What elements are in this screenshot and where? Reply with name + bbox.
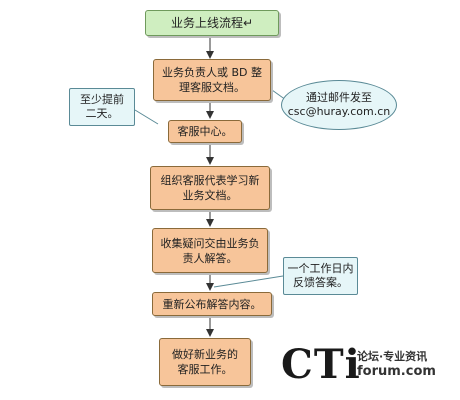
step-5-publish-answers: 重新公布解答内容。 (152, 292, 272, 316)
step-4-collect-questions: 收集疑问交由业务负 责人解答。 (152, 228, 268, 273)
step-3-training: 组织客服代表学习新 业务文档。 (150, 166, 270, 210)
watermark-url: forum.com (357, 364, 436, 379)
step-2-service-center: 客服中心。 (168, 120, 242, 143)
flowchart-title: 业务上线流程↵ (145, 10, 279, 36)
callout-advance: 至少提前 二天。 (69, 88, 135, 126)
watermark-tagline: 论坛·专业资讯 (357, 350, 428, 363)
callout-feedback: 一个工作日内 反馈答案。 (283, 257, 358, 295)
step-1-prepare-docs: 业务负责人或 BD 整 理客服文档。 (153, 59, 271, 101)
pointer-feedback (213, 275, 284, 288)
callout-email: 通过邮件发至 csc@huray.com.cn (281, 80, 397, 130)
watermark-logo: CTi (281, 341, 361, 388)
watermark: CTi 论坛·专业资讯 forum.com (281, 342, 451, 392)
step-6-service-work: 做好新业务的 客服工作。 (159, 338, 251, 386)
pointer-advance (134, 109, 159, 125)
